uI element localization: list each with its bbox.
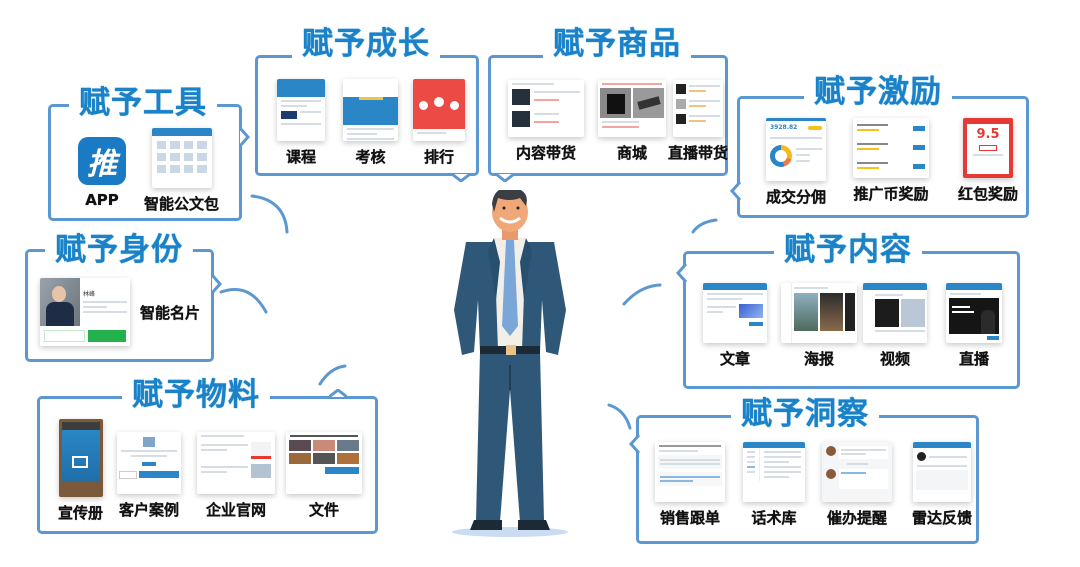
- briefcase-thumbnail: [151, 128, 212, 188]
- live-thumbnail: [946, 283, 1002, 343]
- radar-feedback-thumbnail: [913, 442, 971, 502]
- avatar: [40, 278, 80, 326]
- section-title: 赋予物料: [122, 378, 270, 412]
- red-packet-thumbnail: 9.5: [963, 118, 1013, 178]
- red-packet-amount: 9.5: [976, 127, 1000, 142]
- item-mall[interactable]: 商城: [598, 80, 666, 163]
- pointer-goods: [496, 172, 514, 182]
- item-exam[interactable]: 考核: [343, 79, 398, 167]
- pointer-growth: [452, 172, 470, 182]
- item-article[interactable]: 文章: [703, 283, 767, 369]
- business-card-thumbnail: 林峰: [40, 278, 130, 346]
- exam-thumbnail: [343, 79, 398, 141]
- content-sales-thumbnail: [508, 80, 584, 137]
- donut-chart-icon: [770, 145, 792, 167]
- pointer-materials: [329, 389, 347, 399]
- item-script-library[interactable]: 话术库: [743, 442, 805, 528]
- item-smart-briefcase[interactable]: 智能公文包: [144, 128, 219, 214]
- businessman-illustration: [452, 190, 568, 537]
- item-app[interactable]: 推 APP: [78, 137, 126, 209]
- sales-followup-thumbnail: [655, 442, 725, 502]
- pointer-tools: [238, 128, 250, 146]
- course-thumbnail: [277, 79, 325, 141]
- pointer-identity: [210, 275, 222, 293]
- video-thumbnail: [863, 283, 927, 343]
- poster-thumbnail: [781, 283, 857, 343]
- item-coin-reward[interactable]: 推广币奖励: [853, 118, 929, 204]
- commission-thumbnail: 3928.82: [766, 118, 826, 181]
- item-customer-case[interactable]: 客户案例: [117, 432, 181, 520]
- files-thumbnail: [286, 432, 362, 494]
- item-smart-card[interactable]: 林峰 智能名片: [40, 278, 200, 346]
- section-title: 赋予成长: [292, 27, 440, 61]
- item-files[interactable]: 文件: [286, 432, 362, 520]
- item-company-site[interactable]: 企业官网: [197, 432, 275, 520]
- section-title: 赋予洞察: [731, 397, 879, 431]
- item-red-packet[interactable]: 9.5 红包奖励: [958, 118, 1018, 204]
- section-title: 赋予商品: [543, 27, 691, 61]
- brochure-thumbnail: [58, 419, 103, 497]
- company-site-thumbnail: [197, 432, 275, 494]
- item-live-sales[interactable]: 直播带货: [668, 80, 728, 163]
- item-radar-feedback[interactable]: 雷达反馈: [912, 442, 972, 528]
- section-title: 赋予身份: [45, 233, 193, 267]
- item-video[interactable]: 视频: [863, 283, 927, 369]
- item-reminder[interactable]: 催办提醒: [822, 442, 892, 528]
- pointer-content: [676, 264, 688, 282]
- card-name: 林峰: [83, 291, 96, 298]
- pointer-insight: [629, 435, 641, 453]
- section-title: 赋予内容: [774, 233, 922, 267]
- coin-reward-thumbnail: [853, 118, 929, 178]
- item-brochure[interactable]: 宣传册: [58, 419, 103, 523]
- reminder-thumbnail: [822, 442, 892, 502]
- commission-amount: 3928.82: [770, 124, 798, 131]
- item-commission[interactable]: 3928.82 成交分佣: [766, 118, 826, 207]
- live-sales-thumbnail: [673, 80, 723, 137]
- item-sales-followup[interactable]: 销售跟单: [655, 442, 725, 528]
- item-content-sales[interactable]: 内容带货: [508, 80, 584, 163]
- article-thumbnail: [703, 283, 767, 343]
- ranking-thumbnail: [413, 79, 465, 141]
- customer-case-thumbnail: [117, 432, 181, 494]
- section-title: 赋予工具: [69, 86, 217, 120]
- script-library-thumbnail: [743, 442, 805, 502]
- item-ranking[interactable]: 排行: [413, 79, 465, 167]
- app-logo-icon: 推: [78, 137, 126, 185]
- item-course[interactable]: 课程: [277, 79, 325, 167]
- item-live[interactable]: 直播: [946, 283, 1002, 369]
- section-title: 赋予激励: [804, 75, 952, 109]
- item-poster[interactable]: 海报: [781, 283, 857, 369]
- pointer-incentive: [730, 182, 742, 200]
- mall-thumbnail: [598, 80, 666, 137]
